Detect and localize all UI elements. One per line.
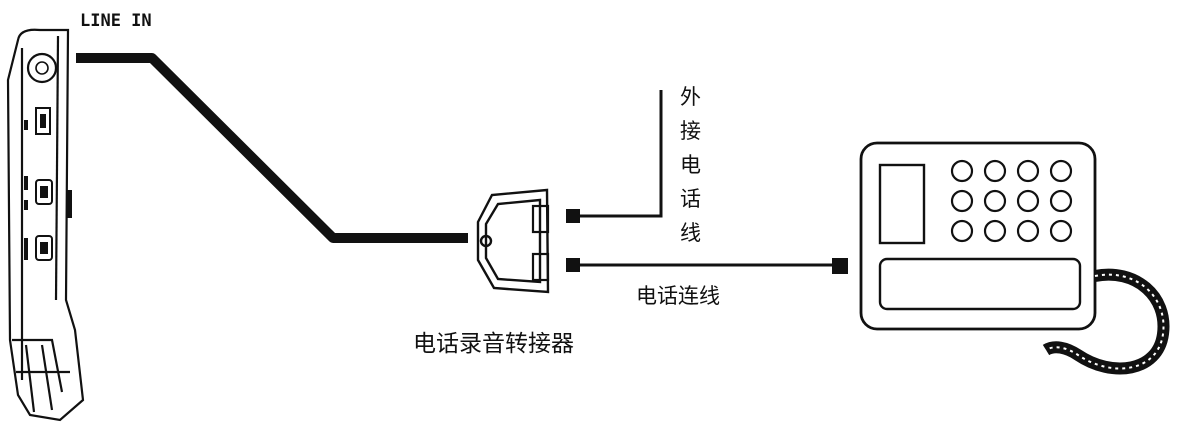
external-line-char: 接	[680, 119, 701, 143]
adapter-label: 电话录音转接器	[413, 331, 574, 357]
external-line-label: 外 接 电 话 线	[680, 85, 701, 245]
external-line-char: 电	[680, 153, 701, 177]
recorder-buttons	[35, 179, 72, 261]
external-line-char: 外	[680, 85, 701, 109]
external-line-char: 话	[680, 187, 701, 211]
phone-cable-label: 电话连线	[636, 284, 720, 308]
line-in-label: LINE IN	[80, 11, 152, 31]
handset-coil-cord	[1042, 268, 1170, 375]
telephone-body	[859, 141, 1097, 331]
recorder-jack-icon	[26, 52, 58, 84]
adapter-jacks	[531, 204, 550, 282]
adapter-body	[476, 188, 550, 294]
recorder-usb-port	[35, 107, 51, 135]
recorder-device	[6, 28, 85, 422]
external-line-cable	[566, 90, 663, 223]
external-line-char: 线	[680, 221, 701, 245]
recorder-side-markings	[24, 120, 28, 260]
phone-cable	[566, 258, 848, 274]
line-in-cable	[76, 53, 468, 243]
keypad	[950, 159, 1073, 243]
